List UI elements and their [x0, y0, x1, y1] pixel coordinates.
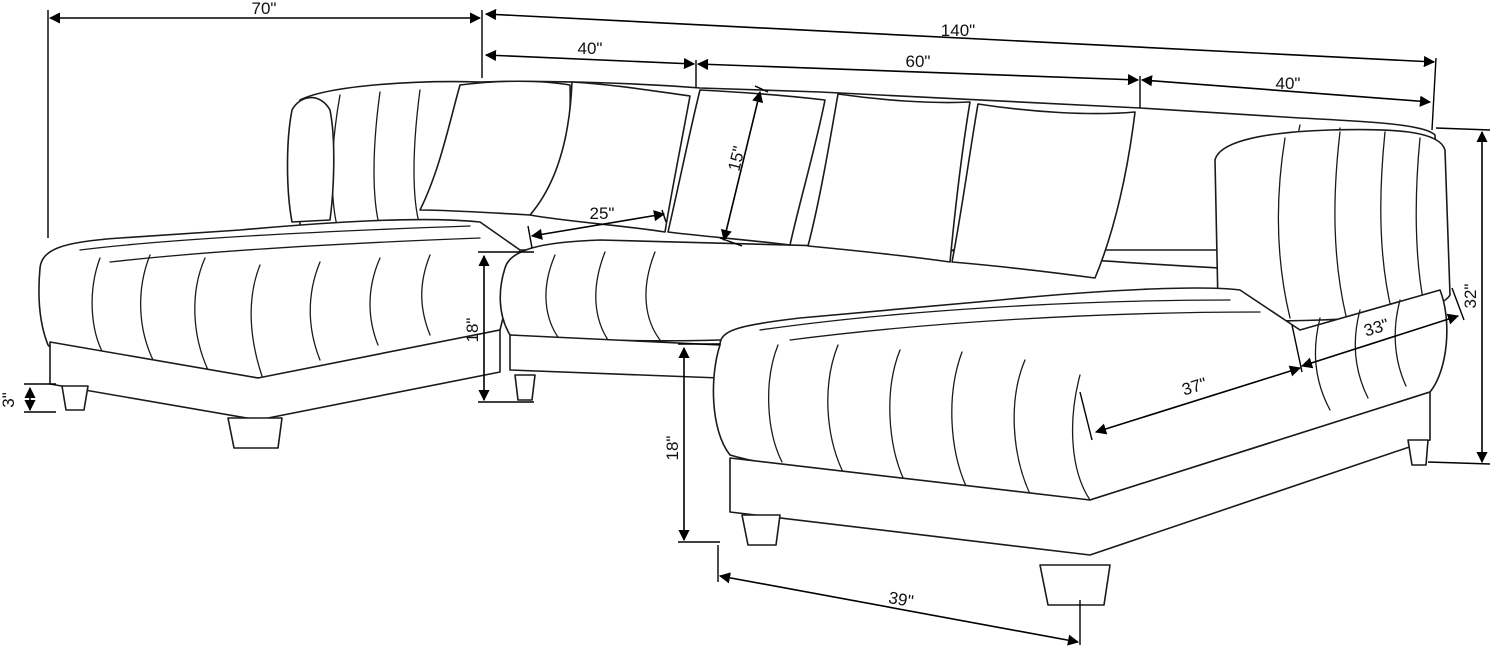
dim-label-18-right: 18" [663, 436, 682, 461]
left-chaise-seat [38, 218, 521, 379]
dim-label-25: 25" [590, 204, 615, 223]
dim-label-40-right: 40" [1276, 74, 1301, 93]
dim-label-140: 140" [941, 21, 975, 40]
dim-label-70: 70" [252, 0, 277, 18]
left-back-bolster [286, 96, 335, 223]
pillow [807, 93, 971, 263]
dim-label-39: 39" [887, 588, 915, 611]
leg [61, 385, 89, 411]
dimension-lines [24, 8, 1491, 646]
leg [227, 417, 283, 449]
leg [741, 514, 781, 546]
middle-base [509, 334, 721, 379]
right-armrest [1214, 128, 1451, 322]
dimension-labels: 70" 140" 40" 60" 40" 15" 25" 18" 3" 18" … [0, 0, 1480, 611]
dim-label-18-left: 18" [463, 318, 482, 343]
dim-label-40-left: 40" [578, 39, 603, 58]
dim-label-60: 60" [906, 52, 931, 71]
pillow [951, 103, 1136, 279]
dim-label-32: 32" [1461, 284, 1480, 309]
leg [1407, 439, 1429, 466]
dim-label-3: 3" [0, 392, 18, 408]
leg [514, 374, 536, 401]
right-chaise-base [729, 391, 1431, 556]
leg [1039, 564, 1111, 606]
